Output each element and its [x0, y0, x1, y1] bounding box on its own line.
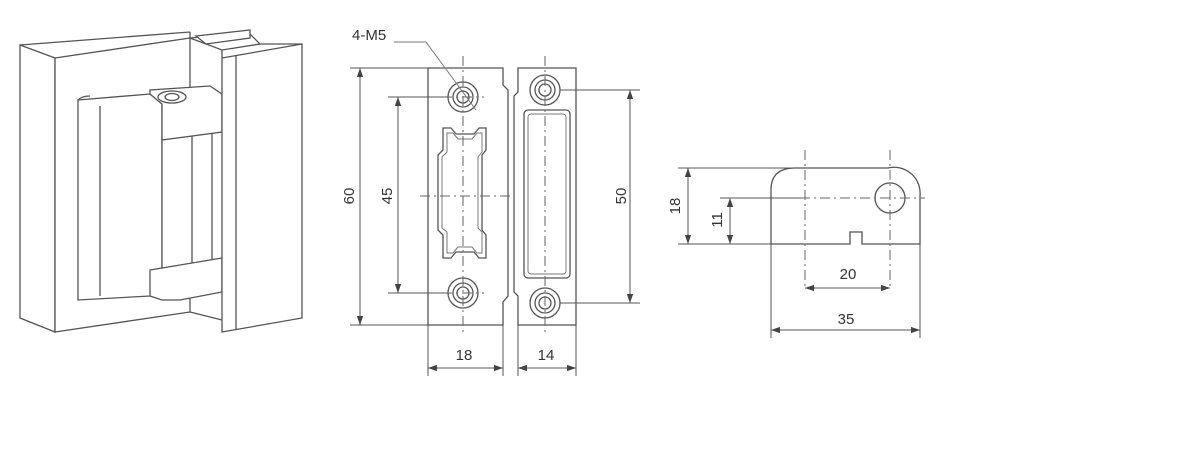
thread-callout: 4-M5 — [352, 27, 477, 111]
dim-front-width-label: 18 — [456, 347, 473, 364]
dimension-annotations — [350, 67, 921, 376]
dim-profile-length-label: 35 — [838, 311, 855, 328]
dim-front-height-label: 60 — [341, 188, 358, 205]
dim-profile-hole-offset-label: 20 — [840, 266, 857, 283]
isometric-view — [19, 29, 303, 333]
front-view — [420, 56, 512, 335]
dim-side-hole-spacing-label: 50 — [613, 188, 630, 205]
side-view — [513, 56, 577, 335]
dim-profile-height-label: 18 — [667, 198, 684, 215]
thread-callout-label: 4-M5 — [352, 27, 386, 44]
dim-front-hole-spacing-label: 45 — [379, 188, 396, 205]
dim-side-width-label: 14 — [538, 347, 555, 364]
dim-profile-hole-height-label: 11 — [709, 212, 726, 228]
